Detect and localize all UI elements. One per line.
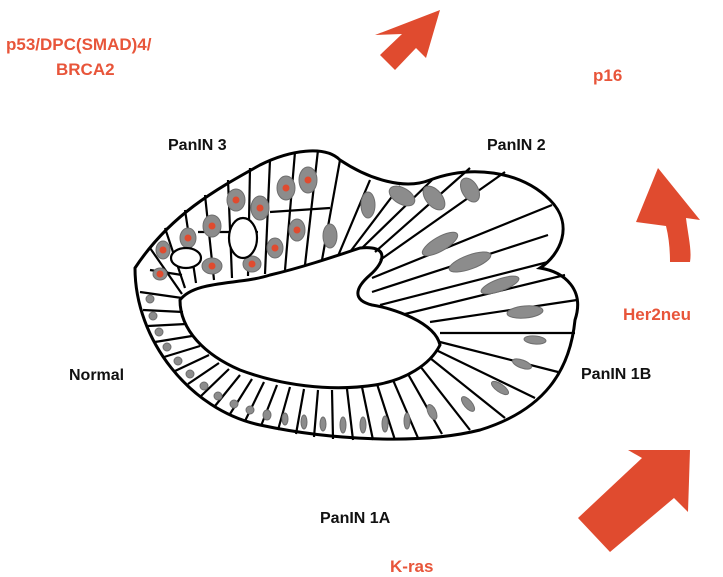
label-late-genes-line1: p53/DPC(SMAD)4/ (6, 35, 151, 55)
arrow-p16-icon (636, 168, 700, 262)
label-panin-1b: PanIN 1B (581, 366, 651, 384)
arrow-kras-icon (578, 450, 690, 552)
label-her2neu: Her2neu (623, 305, 691, 325)
label-kras: K-ras (390, 557, 433, 577)
label-panin-3: PanIN 3 (168, 137, 227, 155)
label-p16: p16 (593, 66, 622, 86)
label-normal: Normal (69, 367, 124, 385)
label-panin-1a: PanIN 1A (320, 510, 390, 528)
arrow-late-icon (375, 10, 440, 70)
label-panin-2: PanIN 2 (487, 137, 546, 155)
label-late-genes-line2: BRCA2 (56, 60, 115, 80)
